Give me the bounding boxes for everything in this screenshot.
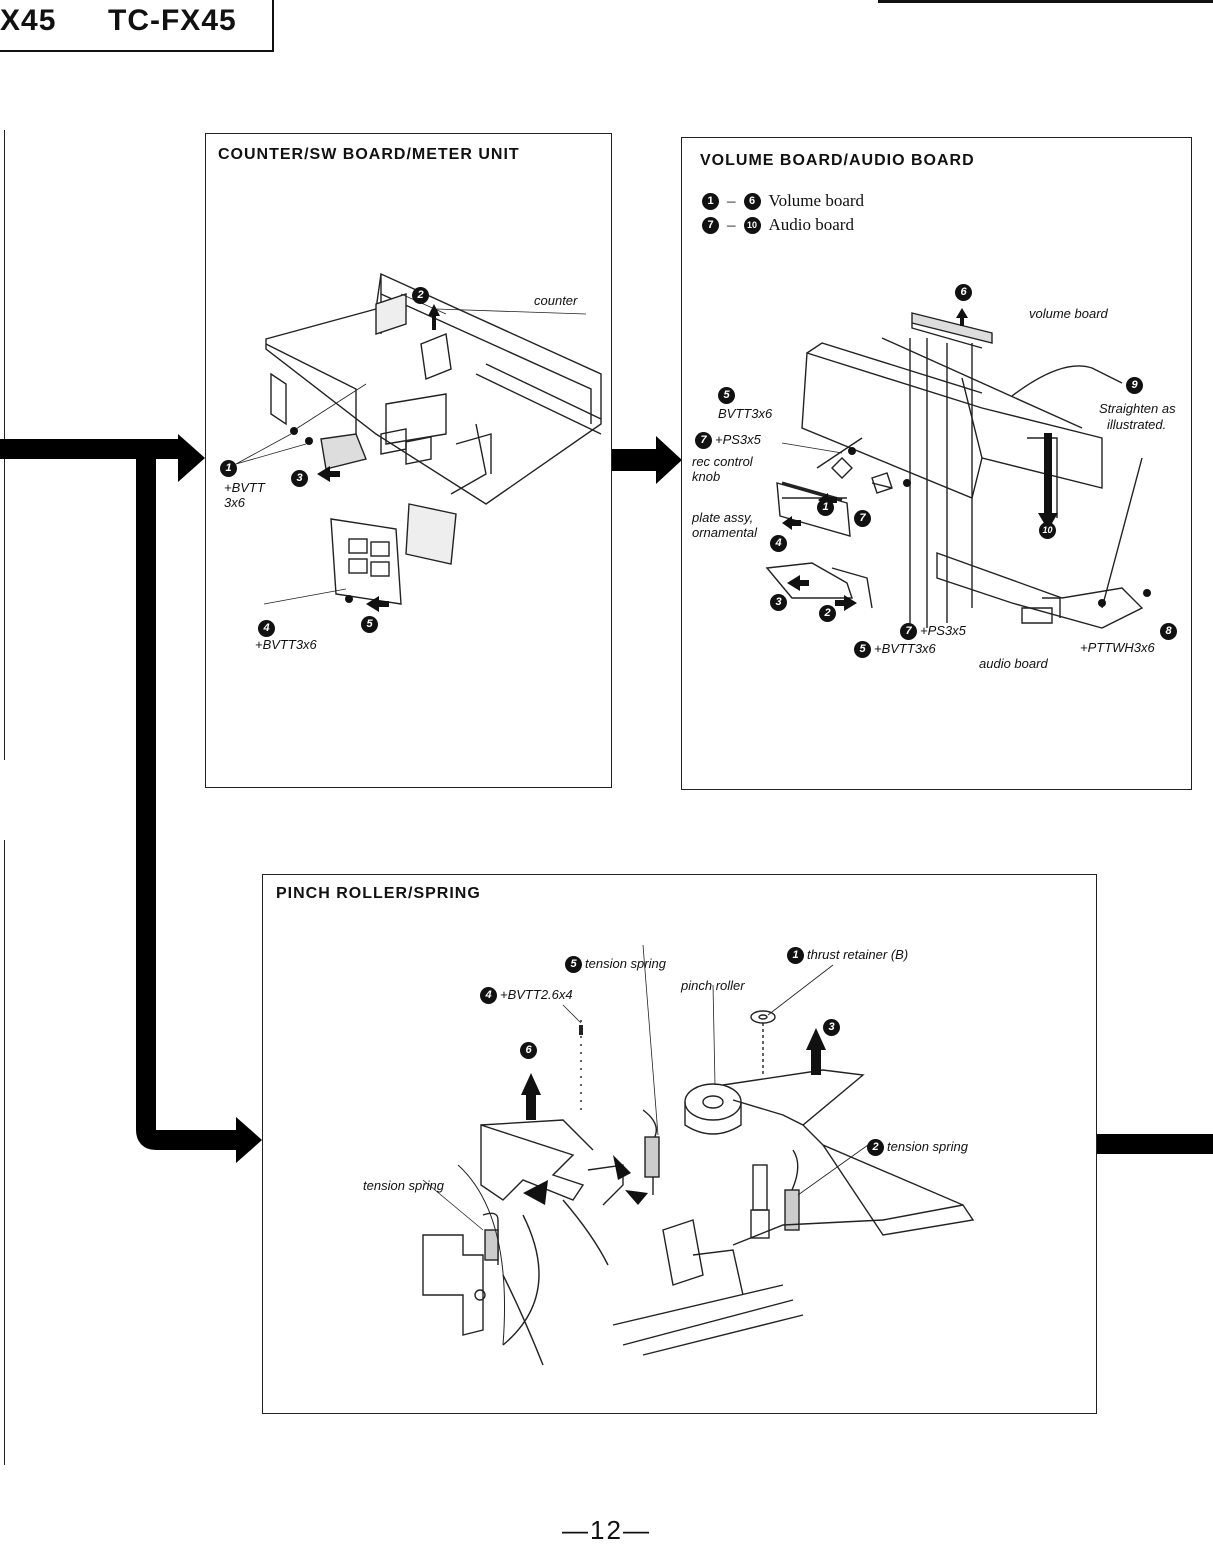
counter-label: counter bbox=[534, 293, 578, 308]
straighten-label-a: Straighten as bbox=[1099, 401, 1176, 416]
ps-bottom-label: +PS3x5 bbox=[920, 622, 966, 638]
rec-control-label-a: rec control bbox=[692, 454, 753, 469]
legend-dash-2: – bbox=[727, 215, 736, 234]
model-header-tab: X45 TC-FX45 bbox=[0, 0, 274, 52]
model-left-label: X45 bbox=[0, 4, 57, 37]
pinch-roller-spring-panel: PINCH ROLLER/SPRING bbox=[262, 874, 1097, 1414]
pinch-panel-title: PINCH ROLLER/SPRING bbox=[276, 885, 481, 902]
counter-panel-title: COUNTER/SW BOARD/METER UNIT bbox=[218, 146, 520, 163]
counter-exploded-diagram bbox=[235, 272, 602, 612]
step-7-icon-b: 7 bbox=[854, 510, 871, 527]
legend-text-1: Volume board bbox=[768, 191, 865, 210]
legend-text-2: Audio board bbox=[768, 215, 854, 234]
step-1-icon: 1 bbox=[817, 499, 834, 516]
step-5-icon-b: 5 bbox=[854, 641, 871, 658]
step-4-icon: 4 bbox=[770, 535, 787, 552]
audio-board-label: audio board bbox=[979, 656, 1048, 671]
legend-dash-1: – bbox=[727, 191, 736, 210]
volume-audio-board-panel: VOLUME BOARD/AUDIO BOARD 1 – 6 Volume bo… bbox=[681, 137, 1192, 790]
tension-spring-5-label: tension spring bbox=[585, 955, 666, 971]
pinch-roller-diagram bbox=[422, 944, 975, 1366]
step-8-icon: 8 bbox=[1160, 623, 1177, 640]
left-bracket-lower bbox=[0, 840, 5, 1465]
bvtt-bottom-label: +BVTT3x6 bbox=[874, 640, 936, 656]
volume-board-label: volume board bbox=[1029, 306, 1108, 321]
ps-top-label: +PS3x5 bbox=[715, 431, 761, 447]
step-2-icon: 2 bbox=[819, 605, 836, 622]
tension-spring-left-label: tension spring bbox=[363, 1178, 444, 1193]
rec-control-label-b: knob bbox=[692, 469, 721, 484]
pttwh-label: +PTTWH3x6 bbox=[1080, 640, 1155, 655]
top-rule bbox=[878, 0, 1213, 3]
step-4-icon: 4 bbox=[258, 620, 275, 637]
tension-spring-2-label: tension spring bbox=[887, 1138, 968, 1154]
legend-volume-board: 1 – 6 Volume board bbox=[702, 191, 864, 211]
step-3-icon: 3 bbox=[823, 1019, 840, 1036]
legend-from-2: 7 bbox=[702, 216, 719, 234]
step-2-icon: 2 bbox=[867, 1139, 884, 1156]
step-1-icon: 1 bbox=[220, 460, 237, 477]
legend-to-1: 6 bbox=[743, 192, 761, 210]
step-3-icon: 3 bbox=[770, 594, 787, 611]
step-10-icon: 10 bbox=[1039, 522, 1056, 539]
step-5-icon: 5 bbox=[718, 387, 735, 404]
page-number: —12— bbox=[562, 1515, 651, 1545]
straighten-label-b: illustrated. bbox=[1107, 417, 1167, 432]
bvtt26-label: +BVTT2.6x4 bbox=[500, 986, 573, 1002]
thrust-retainer-label: thrust retainer (B) bbox=[807, 946, 909, 962]
pinch-roller-label: pinch roller bbox=[681, 978, 745, 993]
legend-to-2: 10 bbox=[743, 216, 761, 234]
step-6-icon: 6 bbox=[520, 1042, 537, 1059]
step-9-icon: 9 bbox=[1126, 377, 1143, 394]
legend-from-1: 1 bbox=[702, 192, 719, 210]
step-7-icon: 7 bbox=[695, 432, 712, 449]
counter-sw-board-panel: COUNTER/SW BOARD/METER UNIT bbox=[205, 133, 612, 788]
plate-assy-label-b: ornamental bbox=[692, 525, 758, 540]
step-3-icon: 3 bbox=[291, 470, 308, 487]
step-5-icon: 5 bbox=[361, 616, 378, 633]
legend-audio-board: 7 – 10 Audio board bbox=[702, 215, 854, 235]
step-1-icon: 1 bbox=[787, 947, 804, 964]
volume-panel-title: VOLUME BOARD/AUDIO BOARD bbox=[700, 152, 975, 169]
screw-1-label-a: +BVTT bbox=[224, 480, 265, 495]
step-7-icon-c: 7 bbox=[900, 623, 917, 640]
volume-exploded-diagram bbox=[765, 308, 1151, 629]
plate-assy-label-a: plate assy, bbox=[692, 510, 754, 525]
screw-4-label: +BVTT3x6 bbox=[255, 637, 317, 652]
model-right-label: TC-FX45 bbox=[108, 4, 237, 37]
step-4-icon: 4 bbox=[480, 987, 497, 1004]
step-6-icon: 6 bbox=[955, 284, 972, 301]
bvtt-label: BVTT3x6 bbox=[718, 406, 773, 421]
step-2-icon: 2 bbox=[412, 287, 429, 304]
screw-1-label-b: 3x6 bbox=[224, 495, 245, 510]
step-5-icon: 5 bbox=[565, 956, 582, 973]
